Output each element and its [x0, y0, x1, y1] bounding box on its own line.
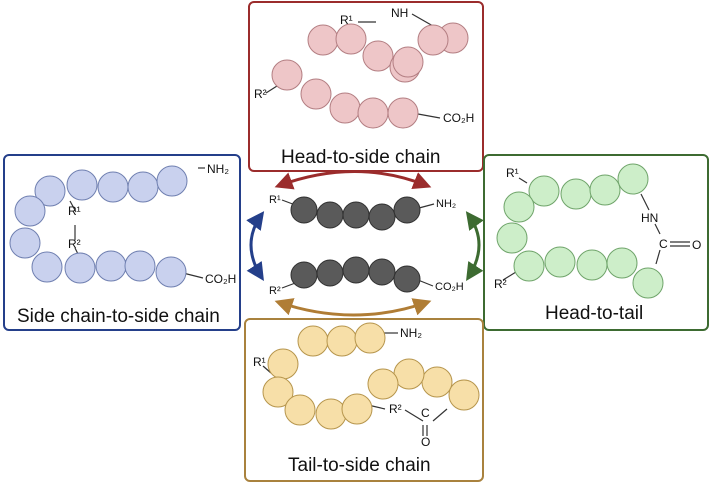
top-amino-acid-bead-2: [335, 23, 367, 55]
center-amino-acid-bead-4: [368, 203, 396, 231]
center-r2-label: R²: [269, 285, 281, 297]
left-amino-acid-bead-3: [97, 171, 129, 203]
right-c-label: C: [659, 237, 668, 251]
left-co2h-label: CO₂H: [205, 272, 236, 286]
right-r2-label: R²: [494, 277, 507, 291]
right-amino-acid-bead-5: [503, 191, 535, 223]
left-amino-acid-bead-6: [14, 195, 46, 227]
top-r1-label: R¹: [340, 13, 353, 27]
right-amino-acid-bead-11: [632, 267, 664, 299]
center-amino-acid-bead-1: [290, 196, 318, 224]
center-amino-acid-bead-9: [368, 258, 396, 286]
left-r1-label: R¹: [68, 204, 81, 218]
right-o-label: O: [692, 238, 701, 252]
bottom-amino-acid-bead-4: [267, 348, 299, 380]
top-amino-acid-bead-7: [271, 59, 303, 91]
bottom-amino-acid-bead-11: [367, 368, 399, 400]
center-amino-acid-bead-10: [393, 265, 421, 293]
arrow-bottom: [274, 298, 432, 317]
bottom-amino-acid-bead-3: [354, 322, 386, 354]
right-hn-label: HN: [641, 211, 658, 225]
bottom-r1-label: R¹: [253, 355, 266, 369]
left-amino-acid-bead-7: [9, 227, 41, 259]
top-amino-acid-bead-8: [300, 78, 332, 110]
center-r1-label: R¹: [269, 194, 281, 206]
bottom-r2-label: R²: [389, 402, 402, 416]
top-r2-label: R²: [254, 87, 267, 101]
bottom-amino-acid-bead-8: [341, 393, 373, 425]
top-amino-acid-bead-1: [307, 24, 339, 56]
bottom-amino-acid-bead-12: [448, 379, 480, 411]
arrow-left: [246, 211, 265, 282]
right-amino-acid-bead-6: [496, 222, 528, 254]
bottom-amino-acid-bead-10: [393, 358, 425, 390]
right-amino-acid-bead-4: [617, 163, 649, 195]
top-amino-acid-bead-12: [392, 46, 424, 78]
arrow-right: [465, 211, 484, 282]
right-r1-label: R¹: [506, 166, 519, 180]
top-amino-acid-bead-6: [417, 24, 449, 56]
left-amino-acid-bead-2: [66, 169, 98, 201]
center-amino-acid-bead-8: [342, 256, 370, 284]
left-r2-label: R²: [68, 237, 81, 251]
left-amino-acid-bead-10: [95, 250, 127, 282]
center-co2h-label: CO₂H: [435, 281, 464, 293]
title-tail-to-side-chain: Tail-to-side chain: [288, 455, 431, 476]
right-amino-acid-bead-8: [544, 246, 576, 278]
bottom-o-label: O: [421, 435, 430, 449]
bottom-amino-acid-bead-1: [297, 325, 329, 357]
left-nh2-label: NH₂: [207, 162, 229, 176]
right-amino-acid-bead-10: [606, 247, 638, 279]
title-head-to-tail: Head-to-tail: [545, 303, 644, 324]
center-amino-acid-bead-3: [342, 201, 370, 229]
bottom-amino-acid-bead-2: [326, 325, 358, 357]
title-side-chain-to-side-chain: Side chain-to-side chain: [17, 306, 220, 327]
bottom-nh2-label: NH₂: [400, 326, 422, 340]
center-amino-acid-bead-6: [290, 261, 318, 289]
left-amino-acid-bead-12: [155, 256, 187, 288]
bottom-amino-acid-bead-6: [284, 394, 316, 426]
bottom-amino-acid-bead-7: [315, 398, 347, 430]
top-nh-label: NH: [391, 6, 408, 20]
top-amino-acid-bead-10: [357, 97, 389, 129]
right-amino-acid-bead-9: [576, 249, 608, 281]
right-amino-acid-bead-1: [528, 175, 560, 207]
center-nh2-label: NH₂: [436, 198, 456, 210]
left-amino-acid-bead-5: [156, 165, 188, 197]
left-amino-acid-bead-11: [124, 250, 156, 282]
right-amino-acid-bead-7: [513, 250, 545, 282]
left-amino-acid-bead-1: [34, 175, 66, 207]
right-amino-acid-bead-3: [589, 174, 621, 206]
top-amino-acid-bead-11: [387, 97, 419, 129]
top-amino-acid-bead-9: [329, 92, 361, 124]
center-amino-acid-bead-5: [393, 196, 421, 224]
bottom-amino-acid-bead-5: [262, 376, 294, 408]
bottom-c-label: C: [421, 406, 430, 420]
left-amino-acid-bead-4: [127, 171, 159, 203]
title-head-to-side-chain: Head-to-side chain: [281, 147, 441, 168]
arrow-top: [274, 170, 432, 190]
bottom-amino-acid-bead-9: [421, 366, 453, 398]
top-amino-acid-bead-3: [362, 40, 394, 72]
bead-layer: [9, 22, 664, 430]
center-amino-acid-bead-7: [316, 259, 344, 287]
center-amino-acid-bead-2: [316, 201, 344, 229]
right-amino-acid-bead-2: [560, 178, 592, 210]
top-co2h-label: CO₂H: [443, 111, 474, 125]
left-amino-acid-bead-9: [64, 252, 96, 284]
left-amino-acid-bead-8: [31, 251, 63, 283]
